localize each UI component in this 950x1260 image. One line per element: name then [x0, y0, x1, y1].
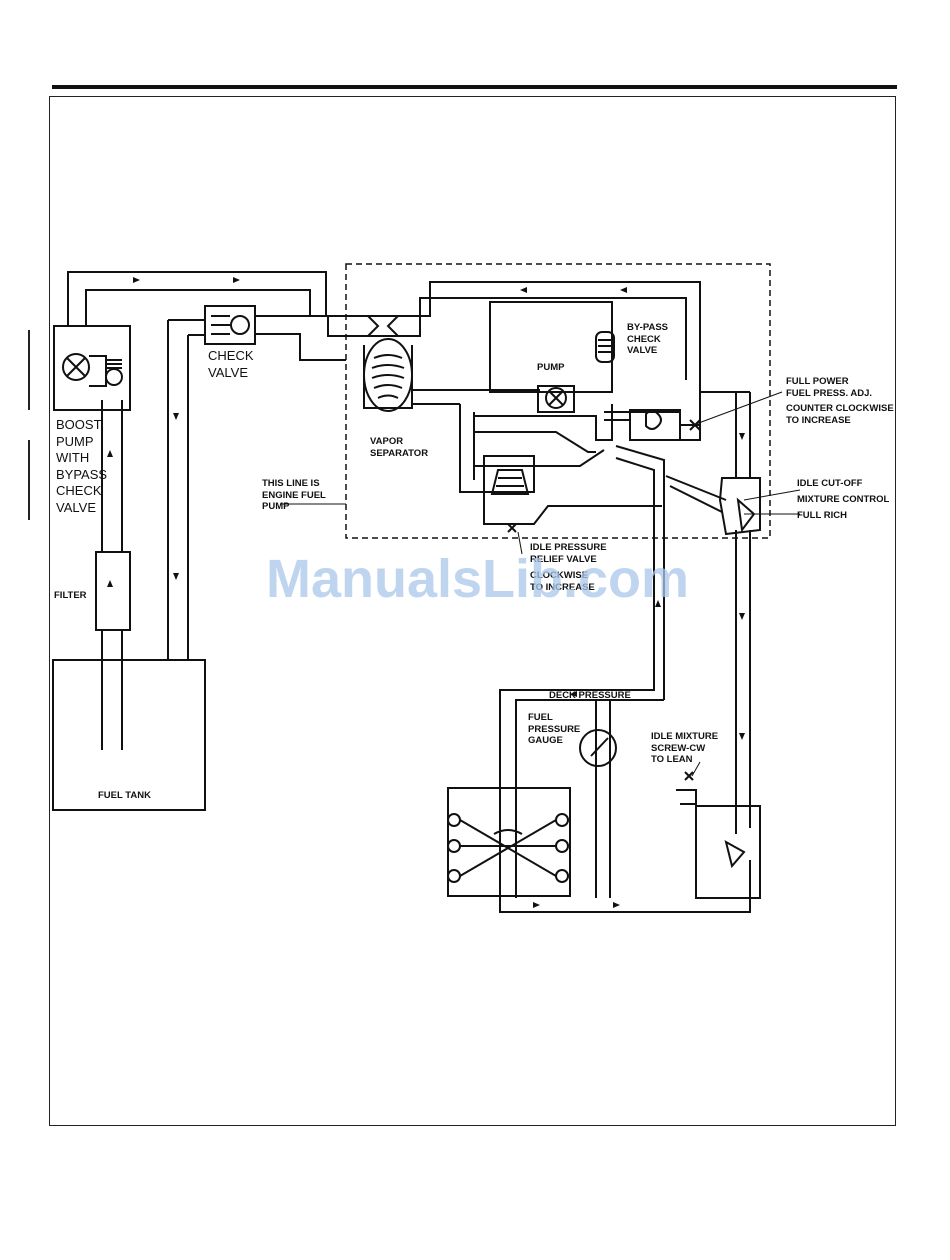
filter-label: FILTER: [54, 590, 87, 601]
margin-mark: [28, 330, 30, 410]
top-rule: [52, 85, 897, 89]
mixture-control: [718, 477, 761, 536]
clockwise-increase-label: CLOCKWISE TO INCREASE: [530, 570, 595, 593]
check-valve-label: CHECK VALVE: [208, 348, 254, 380]
engine-fuel-pump-label: THIS LINE IS ENGINE FUEL PUMP: [262, 478, 326, 512]
boost-pump: [62, 353, 90, 381]
margin-mark: [28, 440, 30, 520]
counter-clockwise-label: COUNTER CLOCKWISE TO INCREASE: [786, 403, 894, 426]
idle-relief-valve: [490, 469, 530, 495]
pump-label: PUMP: [537, 362, 565, 373]
fuel-pressure-gauge-label: FUEL PRESSURE GAUGE: [528, 712, 581, 746]
engine-fuel-pump-box: [345, 263, 771, 539]
boost-pump-label: BOOST PUMP WITH BYPASS CHECK VALVE: [56, 417, 108, 515]
check-valve-body: [204, 305, 256, 345]
pump-block: [489, 301, 613, 393]
deck-pressure-label: DECK PRESSURE: [549, 690, 631, 701]
fuel-pressure-gauge: [579, 729, 617, 767]
bypass-check-valve: [595, 331, 615, 363]
vapor-separator-label: VAPOR SEPARATOR: [370, 436, 429, 459]
bypass-check-valve-label: BY-PASS CHECK VALVE: [627, 322, 669, 356]
boost-check-ball: [105, 368, 123, 386]
full-power-adjuster: [629, 409, 681, 441]
filter-housing: [95, 551, 131, 631]
fuel-tank-label: FUEL TANK: [98, 790, 151, 801]
figure-frame: [49, 96, 896, 1126]
boost-pump-housing: [53, 325, 131, 411]
watermark: ManualsLib.com: [266, 549, 690, 609]
idle-pressure-relief-label: IDLE PRESSURE RELIEF VALVE: [530, 542, 607, 565]
discharge-manifold: [447, 787, 571, 897]
mixture-control-label: MIXTURE CONTROL: [797, 494, 890, 505]
full-power-label: FULL POWER FUEL PRESS. ADJ.: [786, 376, 873, 399]
idle-cutoff-label: IDLE CUT-OFF: [797, 478, 863, 489]
engine-pump: [545, 387, 567, 409]
idle-mixture-screw-label: IDLE MIXTURE SCREW-CW TO LEAN: [651, 731, 719, 765]
idle-mixture-body: [695, 805, 761, 899]
fuel-tank: [52, 659, 206, 811]
full-rich-label: FULL RICH: [797, 510, 847, 521]
check-valve-ball: [230, 315, 250, 335]
